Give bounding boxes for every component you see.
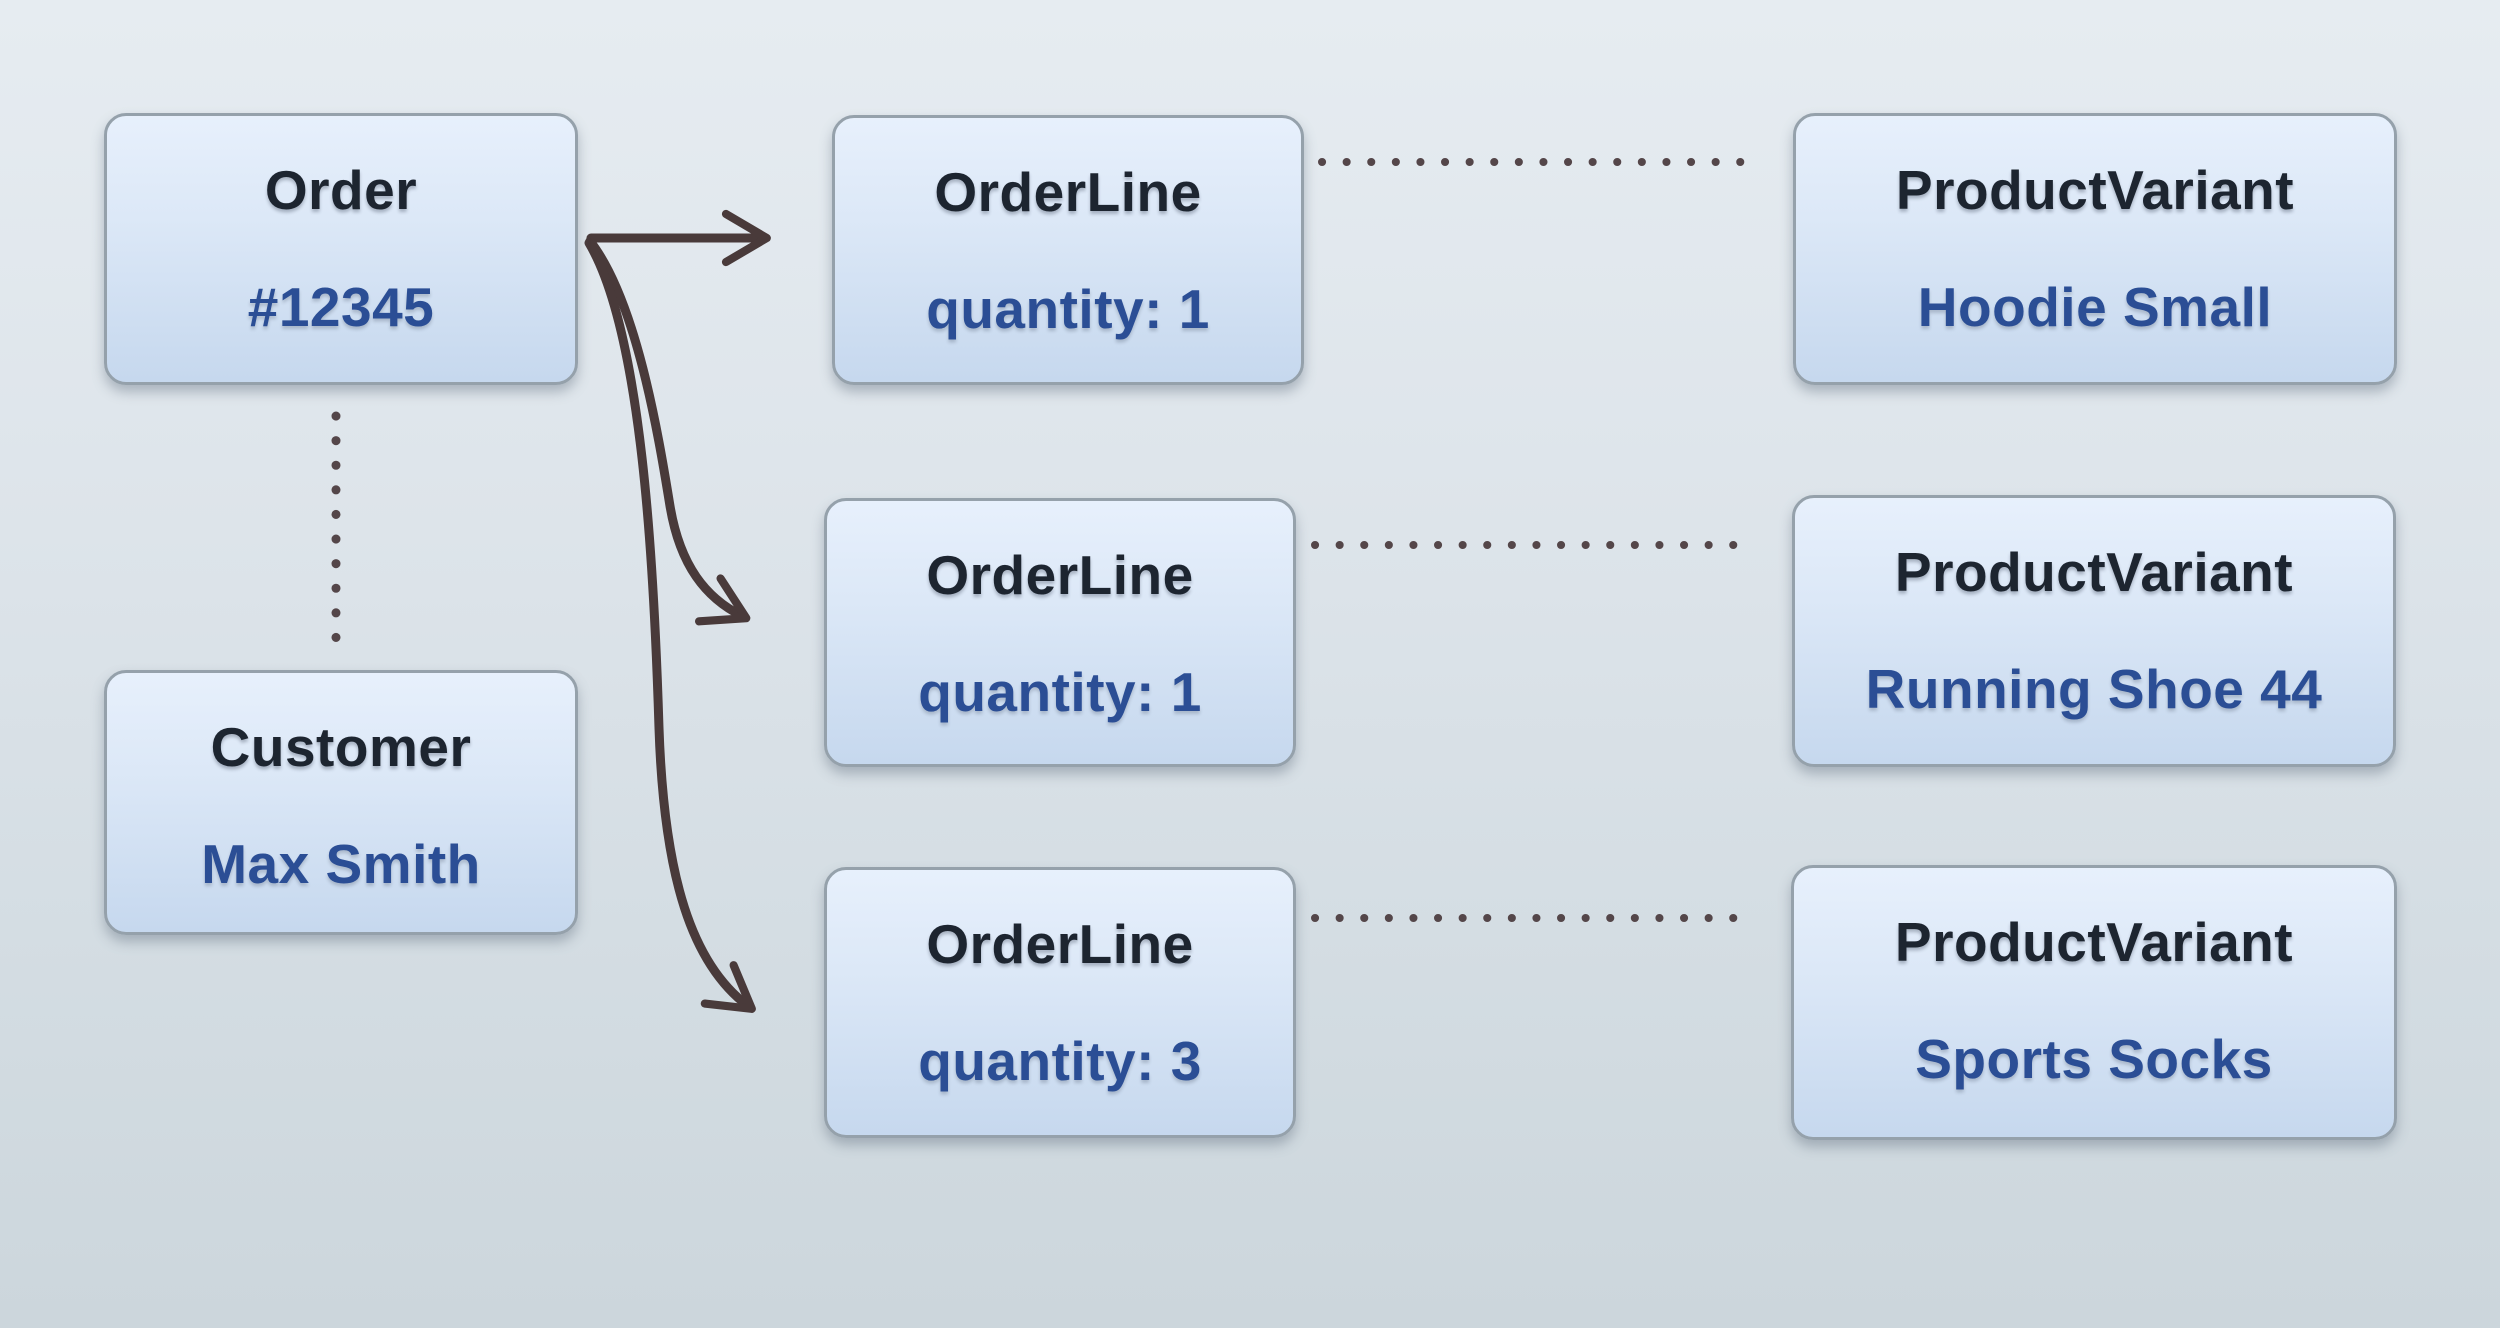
orderline-node-3-title: OrderLine — [926, 913, 1194, 975]
orderline-node-2-value: quantity: 1 — [918, 661, 1202, 723]
orderline-node-1-value: quantity: 1 — [926, 278, 1210, 340]
productvariant-node-2-title: ProductVariant — [1894, 541, 2294, 603]
customer-node-value: Max Smith — [201, 833, 481, 895]
orderline-node-1: OrderLine quantity: 1 — [832, 115, 1304, 385]
productvariant-node-2: ProductVariant Running Shoe 44 — [1792, 495, 2396, 767]
customer-node-title: Customer — [210, 716, 472, 778]
productvariant-node-1: ProductVariant Hoodie Small — [1793, 113, 2397, 385]
orderline-node-1-title: OrderLine — [934, 161, 1202, 223]
productvariant-node-1-value: Hoodie Small — [1917, 276, 2273, 338]
productvariant-node-3-value: Sports Socks — [1915, 1028, 2273, 1090]
orderline-node-2: OrderLine quantity: 1 — [824, 498, 1296, 767]
customer-node: Customer Max Smith — [104, 670, 578, 935]
order-orderline2-arrow — [585, 236, 751, 626]
productvariant-node-2-value: Running Shoe 44 — [1865, 658, 2323, 720]
order-orderline3-arrow — [584, 238, 756, 1013]
orderline-node-3: OrderLine quantity: 3 — [824, 867, 1296, 1138]
productvariant-node-3: ProductVariant Sports Socks — [1791, 865, 2397, 1140]
productvariant-node-1-title: ProductVariant — [1895, 159, 2295, 221]
order-node: Order #12345 — [104, 113, 578, 385]
productvariant-node-3-title: ProductVariant — [1894, 911, 2294, 973]
order-node-value: #12345 — [247, 276, 435, 338]
orderline-node-2-title: OrderLine — [926, 544, 1194, 606]
order-node-title: Order — [264, 159, 418, 221]
orderline-node-3-value: quantity: 3 — [918, 1030, 1202, 1092]
